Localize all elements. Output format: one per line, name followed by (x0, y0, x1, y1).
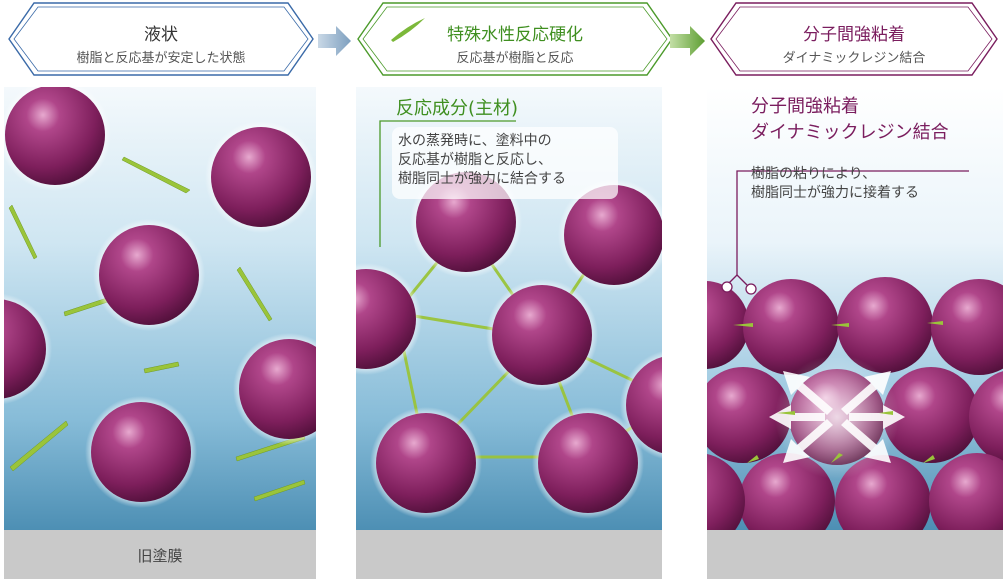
step-arrow-1 (318, 26, 352, 60)
step-2-header: 特殊水性反応硬化 反応基が樹脂と反応 (355, 0, 675, 78)
adhesion-callout-title: 分子間強粘着 ダイナミックレジン結合 (751, 94, 949, 146)
step-1-title: 液状 (144, 25, 178, 45)
step-3-subtitle: ダイナミックレジン結合 (782, 51, 926, 66)
arrow-right-icon (318, 26, 351, 56)
panel-adhesion-illustration (707, 87, 1003, 530)
adhesion-callout-text: 樹脂の粘りにより、 樹脂同士が強力に接着する (751, 165, 919, 203)
panel-reaction (356, 87, 662, 530)
reaction-callout-line: 反応基が樹脂と反応し、 (398, 152, 552, 168)
step-2-frame (357, 2, 673, 76)
panel-liquid-illustration (4, 87, 316, 530)
adhesion-callout-line: 樹脂同士が強力に接着する (751, 185, 919, 201)
adhesion-callout-title-line: ダイナミックレジン結合 (751, 122, 949, 143)
step-1-frame (8, 2, 314, 76)
old-coating-layer: 旧塗膜 (4, 530, 316, 579)
base-layer-2 (356, 530, 662, 579)
step-3-header: 分子間強粘着 ダイナミックレジン結合 (708, 0, 1000, 78)
adhesion-callout-line: 樹脂の粘りにより、 (751, 166, 877, 182)
step-1-header: 液状 樹脂と反応基が安定した状態 (6, 0, 316, 78)
reaction-callout-box (392, 127, 618, 199)
arrow-right-icon (670, 26, 705, 56)
adhesion-callout-title-line: 分子間強粘着 (751, 96, 859, 117)
panel-liquid (4, 87, 316, 530)
step-2-subtitle: 反応基が樹脂と反応 (456, 51, 574, 66)
adhesion-arrows (769, 371, 905, 463)
old-coating-label: 旧塗膜 (137, 547, 183, 565)
step-2-title: 特殊水性反応硬化 (447, 25, 583, 45)
reaction-callout-line: 水の蒸発時に、塗料中の (398, 133, 552, 149)
panel-adhesion (707, 87, 1003, 530)
reaction-callout-line: 樹脂同士が強力に結合する (398, 171, 566, 187)
step-3-title: 分子間強粘着 (803, 25, 905, 45)
reaction-callout-text: 水の蒸発時に、塗料中の 反応基が樹脂と反応し、 樹脂同士が強力に結合する (398, 132, 566, 189)
step-arrow-2 (670, 26, 706, 60)
step-3-frame (710, 2, 998, 76)
reaction-callout-title: 反応成分(主材) (396, 98, 519, 119)
base-layer-3 (707, 530, 1003, 579)
leaf-needle-icon (391, 18, 425, 42)
step-1-subtitle: 樹脂と反応基が安定した状態 (76, 51, 246, 66)
